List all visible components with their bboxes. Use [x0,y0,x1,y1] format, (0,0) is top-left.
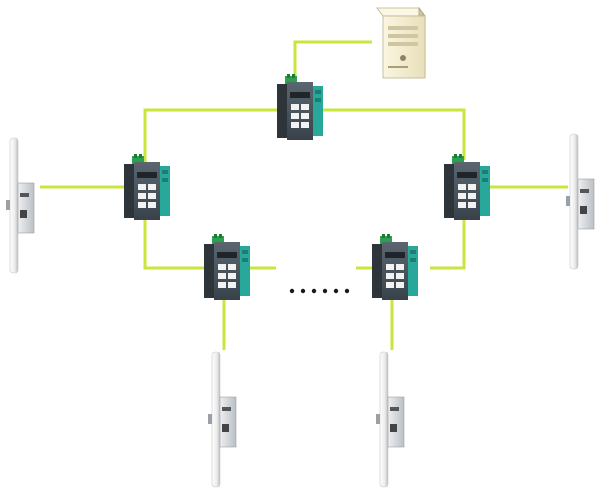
link-switch-top-server [293,40,372,80]
ap-bottom-left-icon [207,351,237,488]
ap-right-icon [565,133,595,270]
links [40,40,568,350]
switch-right-icon [444,154,490,220]
server-icon [376,6,426,79]
switch-bottom-left-icon [204,234,250,300]
switch-top-icon [277,74,323,140]
link-switch-top-switch-right [322,108,466,160]
link-switch-top-switch-left [143,108,280,162]
link-switch-left-switch-bottom-left [143,218,206,270]
ellipsis-continuation [289,288,350,294]
switch-bottom-right-icon [372,234,418,300]
link-switch-right-switch-bottom-right [430,218,466,270]
switch-left-icon [124,154,170,220]
ap-bottom-right-icon [375,351,405,488]
ap-left-icon [5,137,35,274]
